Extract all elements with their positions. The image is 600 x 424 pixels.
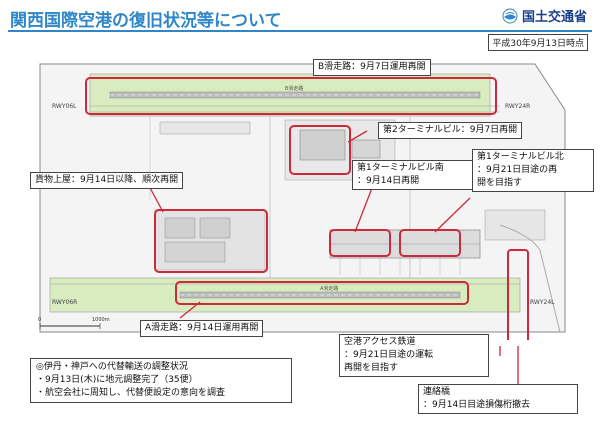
scale-end: 1000m [92, 317, 110, 323]
callout-terminal1-south-line1: 第1ターミナルビル南 [357, 163, 444, 173]
leader-terminal2 [347, 130, 368, 143]
note-line-2: ・9月13日(木)に地元調整完了（35便） [36, 375, 198, 385]
leader-runway-a [179, 301, 201, 319]
callout-railway-line3: 再開を目指す [344, 363, 399, 373]
title-divider [8, 30, 592, 32]
callout-bridge-line2: ：9月14日目途損傷桁撤去 [423, 400, 531, 410]
highlight-runway-b [85, 77, 497, 115]
callout-terminal1-north: 第1ターミナルビル北 ：9月21日目途の再 開を目指す [472, 149, 594, 192]
runway-north-right-label: RWY24R [505, 103, 530, 110]
runway-south-right-label: RWY24L [530, 299, 555, 306]
runway-north-left-label: RWY06L [52, 103, 77, 110]
note-line-3: ・航空会社に周知し、代替便設定の意向を調査 [36, 388, 226, 398]
callout-terminal1-north-line1: 第1ターミナルビル北 [477, 152, 564, 162]
runway-a-map-label: A滑走路 [320, 285, 338, 292]
callout-cargo: 貨物上屋：9月14日以降、順次再開 [30, 172, 184, 189]
highlight-terminal2 [289, 125, 351, 175]
callout-runway-a: A滑走路：9月14日運用再開 [140, 320, 264, 337]
page-title: 関西国際空港の復旧状況等について [10, 11, 282, 31]
runway-south-left-label: RWY06R [52, 299, 77, 306]
callout-terminal1-south-line2: ：9月14日再開 [357, 176, 420, 186]
status-date: 平成30年9月13日時点 [488, 34, 588, 51]
callout-railway-line1: 空港アクセス鉄道 [344, 337, 416, 347]
note-line-1: ◎伊丹・神戸への代替輸送の調整状況 [36, 362, 188, 372]
highlight-railway [507, 249, 529, 340]
leader-terminal1-south [354, 187, 373, 233]
callout-terminal1-north-line2: ：9月21日目途の再 [477, 165, 558, 175]
callout-runway-b: B滑走路：9月7日運用再開 [313, 59, 431, 76]
ministry-logo: 国土交通省 [502, 6, 587, 25]
callout-railway: 空港アクセス鉄道 ：9月21日目途の運転 再開を目指す [339, 334, 489, 377]
alternative-transport-note: ◎伊丹・神戸への代替輸送の調整状況 ・9月13日(木)に地元調整完了（35便） … [30, 358, 292, 403]
highlight-runway-a [175, 281, 469, 305]
highlight-terminal1-north [399, 229, 461, 257]
scale-zero: 0 [38, 317, 41, 323]
ministry-emblem-icon [502, 8, 518, 23]
leader-terminal1-north [434, 197, 471, 233]
callout-railway-line2: ：9月21日目途の運転 [344, 350, 434, 360]
highlight-cargo [154, 209, 268, 273]
ministry-name: 国土交通省 [522, 10, 588, 25]
access-line [499, 224, 561, 333]
callout-terminal2: 第2ターミナルビル：9月7日再開 [378, 122, 523, 139]
callout-bridge: 連絡橋 ：9月14日目途損傷桁撤去 [418, 384, 578, 414]
highlight-terminal1-south [329, 229, 391, 257]
station-area [484, 209, 546, 241]
callout-terminal1-north-line3: 開を目指す [477, 178, 523, 188]
callout-bridge-line1: 連絡橋 [423, 387, 451, 397]
callout-terminal1-south: 第1ターミナルビル南 ：9月14日再開 [352, 160, 474, 190]
runway-b-map-label: B滑走路 [285, 85, 303, 92]
